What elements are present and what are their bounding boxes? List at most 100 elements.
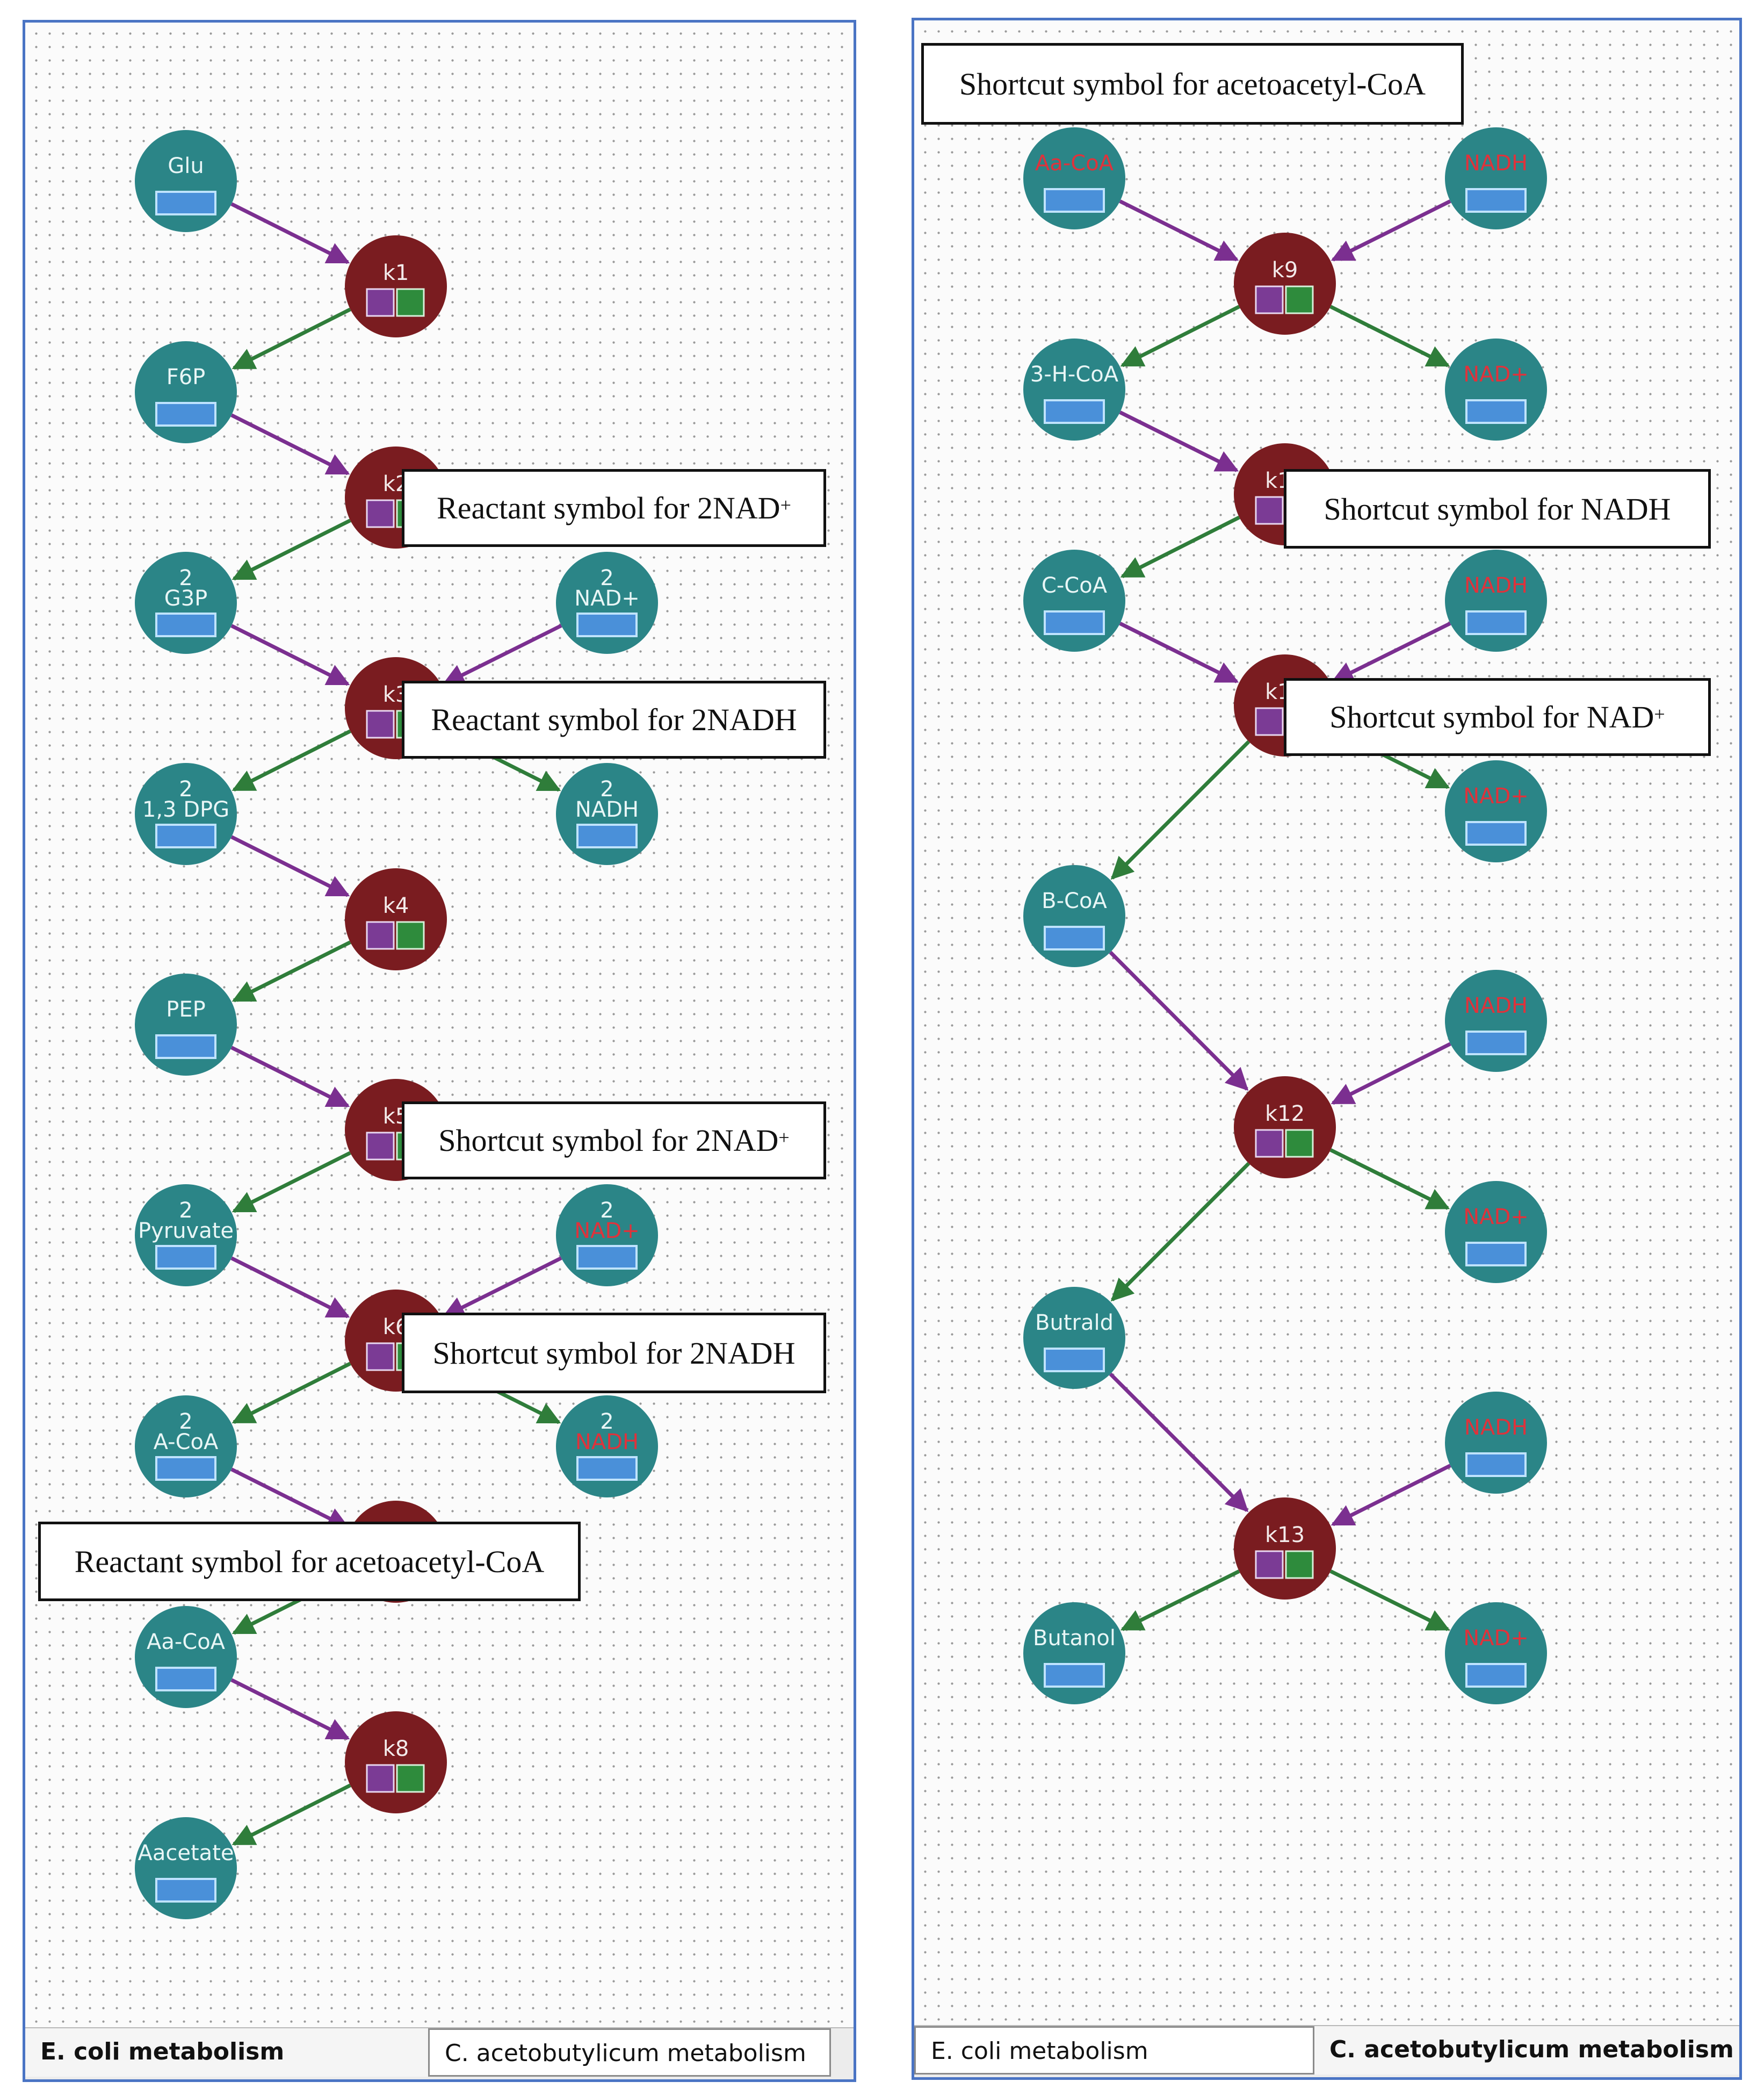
reactant-box-icon <box>1255 707 1284 736</box>
reactant-box-icon <box>1255 285 1284 314</box>
reactant-arrow <box>1331 1042 1451 1105</box>
species-box-icon <box>1465 1242 1527 1266</box>
species-node-hcoa[interactable]: 3-H-CoA <box>1023 338 1125 441</box>
product-arrow <box>1329 1569 1450 1631</box>
species-node-nadh9[interactable]: NADH <box>1445 127 1547 229</box>
species-box-icon <box>1465 610 1527 635</box>
species-coefficient: 2 <box>600 566 613 590</box>
reactant-box-icon <box>366 1132 395 1161</box>
species-node-nad12[interactable]: NAD+ <box>1445 1602 1547 1704</box>
product-arrow <box>232 1362 351 1424</box>
reactant-arrow <box>230 1256 350 1319</box>
species-box-icon <box>155 191 216 215</box>
species-label: NAD+ <box>1463 1205 1529 1229</box>
species-node-nadp2[interactable]: 2NAD+ <box>556 1184 658 1286</box>
reactant-box-icon <box>366 499 395 528</box>
reactant-arrow <box>442 624 562 686</box>
species-coefficient: 2 <box>600 1409 613 1434</box>
species-node-ccoa[interactable]: C-CoA <box>1023 550 1125 652</box>
species-coefficient: 2 <box>179 777 192 802</box>
species-node-butanol[interactable]: Butanol <box>1023 1602 1125 1704</box>
tab-ecoli-metabolism[interactable]: E. coli metabolism <box>25 2028 428 2077</box>
species-box-icon <box>1044 188 1105 213</box>
tab-ecoli-metabolism[interactable]: E. coli metabolism <box>914 2026 1314 2075</box>
species-node-nadh2[interactable]: 2NADH <box>556 1395 658 1497</box>
reactant-arrow <box>1119 199 1239 262</box>
callout-text: Shortcut symbol for NADH <box>1324 491 1671 527</box>
species-node-nad9[interactable]: NAD+ <box>1445 338 1547 441</box>
reaction-node-k13[interactable]: k13 <box>1234 1497 1336 1600</box>
species-box-icon <box>1044 610 1105 635</box>
species-label: NAD+ <box>574 586 640 611</box>
species-node-glu[interactable]: Glu <box>135 130 237 232</box>
product-arrow <box>232 1783 351 1846</box>
species-node-nadp1[interactable]: 2NAD+ <box>556 552 658 654</box>
reaction-node-k9[interactable]: k9 <box>1234 233 1336 335</box>
callout-superscript: + <box>778 1126 790 1148</box>
species-label: NAD+ <box>1463 1626 1529 1651</box>
acetobutylicum-network-panel: Aa-CoA NADH 3-H-CoA NAD+ C-CoA NADH NAD+ B-CoA N… <box>912 18 1742 2080</box>
species-node-butrald[interactable]: Butrald <box>1023 1287 1125 1389</box>
reactant-box-icon <box>1255 1550 1284 1579</box>
species-node-aacoa[interactable]: Aa-CoA <box>135 1606 237 1708</box>
species-node-aacoa[interactable]: Aa-CoA <box>1023 127 1125 229</box>
callout-shortcut-2nad: Shortcut symbol for 2NAD+ <box>402 1101 826 1179</box>
reactant-arrow <box>230 202 350 264</box>
reactant-arrow <box>230 835 350 897</box>
tab-acetobutylicum-metabolism[interactable]: C. acetobutylicum metabolism <box>428 2028 831 2077</box>
species-label: NADH <box>575 797 639 822</box>
reactant-box-icon <box>366 710 395 739</box>
species-label: NADH <box>1464 1415 1528 1440</box>
species-node-f6p[interactable]: F6P <box>135 341 237 443</box>
reaction-label: k1 <box>383 261 409 285</box>
species-node-aacet[interactable]: Aacetate <box>135 1817 237 1919</box>
acetobutylicum-panel-tab-bar: E. coli metabolism C. acetobutylicum met… <box>914 2025 1739 2077</box>
reactant-arrow <box>1331 622 1451 683</box>
reactant-box-icon <box>1255 496 1284 525</box>
species-label: NADH <box>1464 573 1528 598</box>
species-node-acoa[interactable]: 2A-CoA <box>135 1395 237 1497</box>
species-box-icon <box>155 1034 216 1059</box>
product-box-icon <box>1285 285 1314 314</box>
species-box-icon <box>155 1667 216 1691</box>
reactant-arrow <box>1119 410 1239 472</box>
reaction-label: k13 <box>1265 1523 1305 1547</box>
species-label: NADH <box>575 1430 639 1454</box>
species-box-icon <box>1044 1348 1105 1372</box>
species-label: NAD+ <box>1463 362 1529 387</box>
reaction-node-k4[interactable]: k4 <box>345 868 447 970</box>
species-node-dpg[interactable]: 21,3 DPG <box>135 763 237 865</box>
product-arrow <box>1120 515 1240 579</box>
species-coefficient: 2 <box>179 1409 192 1434</box>
species-node-nadh1[interactable]: 2NADH <box>556 763 658 865</box>
reaction-node-k8[interactable]: k8 <box>345 1711 447 1813</box>
reaction-label: k9 <box>1272 258 1298 283</box>
tab-acetobutylicum-metabolism[interactable]: C. acetobutylicum metabolism <box>1314 2026 1739 2075</box>
species-node-pep[interactable]: PEP <box>135 974 237 1076</box>
species-node-nadh12[interactable]: NADH <box>1445 1392 1547 1494</box>
product-box-icon <box>1285 1550 1314 1579</box>
species-box-icon <box>155 613 216 637</box>
species-node-bcoa[interactable]: B-CoA <box>1023 865 1125 967</box>
species-label: NAD+ <box>574 1219 640 1243</box>
acetobutylicum-network-canvas[interactable]: Aa-CoA NADH 3-H-CoA NAD+ C-CoA NADH NAD+ B-CoA N… <box>914 20 1739 2026</box>
reaction-label: k8 <box>383 1737 409 1761</box>
species-box-icon <box>1465 821 1527 846</box>
reaction-node-k1[interactable]: k1 <box>345 235 447 337</box>
species-coefficient: 2 <box>600 1198 613 1223</box>
reactant-arrow <box>230 624 350 686</box>
species-label: NADH <box>1464 993 1528 1018</box>
product-box-icon <box>396 288 425 317</box>
species-node-nadh11[interactable]: NADH <box>1445 970 1547 1072</box>
species-node-nadh10[interactable]: NADH <box>1445 550 1547 652</box>
species-box-icon <box>1465 399 1527 424</box>
product-arrow <box>1120 305 1240 368</box>
reaction-node-k12[interactable]: k12 <box>1234 1076 1336 1178</box>
species-node-nad11[interactable]: NAD+ <box>1445 1181 1547 1283</box>
species-node-nad10[interactable]: NAD+ <box>1445 760 1547 862</box>
species-box-icon <box>155 402 216 427</box>
